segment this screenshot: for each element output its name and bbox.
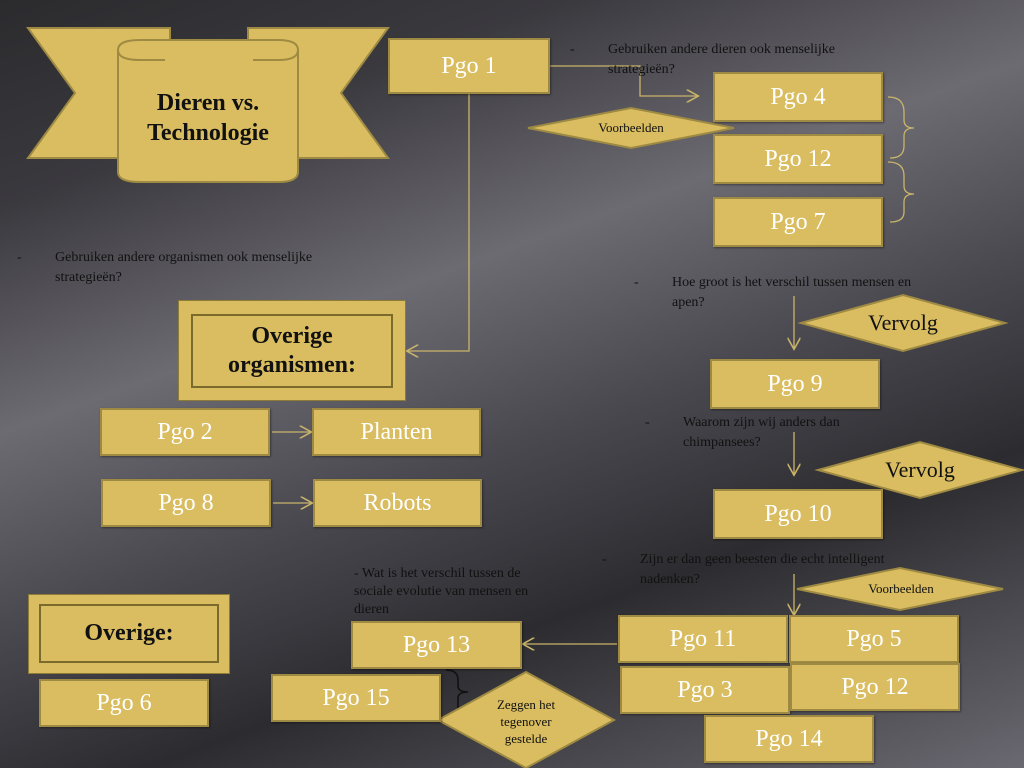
note-beesten: Zijn er dan geen beesten die echt intell… [640,550,885,590]
box-pgo10[interactable]: Pgo 10 [713,489,883,539]
box-pgo5[interactable]: Pgo 5 [789,615,959,663]
bullet-anders: - [645,415,650,430]
brace-bottom [887,161,915,223]
note-dieren: Gebruiken andere dieren ook menselijke s… [608,40,835,80]
page-title-line1: Dieren vs. [156,90,260,116]
header-overige-organismen-line1: Overige [251,323,333,349]
box-pgo6[interactable]: Pgo 6 [39,679,209,727]
note-dieren-line2: strategieën? [608,62,675,77]
note-verschil: Hoe groot is het verschil tussen mensen … [672,273,911,313]
note-organismen-line2: strategieën? [55,270,122,285]
bullet-verschil: - [634,275,639,290]
label-vervolg-2[interactable]: Vervolg [885,457,955,482]
box-pgo11[interactable]: Pgo 11 [618,615,788,663]
box-planten[interactable]: Planten [312,408,481,456]
page-title: Dieren vs. Technologie [118,88,298,148]
note-beesten-line2: nadenken? [640,572,700,587]
note-sociaal-line3: dieren [354,602,389,617]
header-overige-organismen-frame: Overige organismen: [178,300,406,401]
box-pgo9[interactable]: Pgo 9 [710,359,880,409]
box-pgo4[interactable]: Pgo 4 [713,72,883,122]
note-beesten-line1: Zijn er dan geen beesten die echt intell… [640,552,885,567]
note-verschil-line2: apen? [672,295,705,310]
header-overige-organismen-line2: organismen: [228,352,356,378]
note-anders: Waarom zijn wij anders dan chimpansees? [683,413,840,453]
label-vervolg-1[interactable]: Vervolg [868,310,938,335]
box-pgo12-top[interactable]: Pgo 12 [713,134,883,184]
label-voorbeelden-top[interactable]: Voorbeelden [598,120,664,135]
header-overige: Overige: [39,604,219,663]
note-dieren-line1: Gebruiken andere dieren ook menselijke [608,42,836,57]
box-pgo14[interactable]: Pgo 14 [704,715,874,763]
box-pgo2[interactable]: Pgo 2 [100,408,270,456]
note-sociaal-line2: sociale evolutie van mensen en [354,584,529,599]
box-pgo13[interactable]: Pgo 13 [351,621,522,669]
box-pgo8[interactable]: Pgo 8 [101,479,271,527]
brace-top [887,96,915,159]
box-pgo12-bottom[interactable]: Pgo 12 [790,663,960,711]
label-voorbeelden-bottom[interactable]: Voorbeelden [868,581,934,596]
bullet-organismen: - [17,250,22,265]
note-sociaal: - Wat is het verschil tussen de sociale … [354,565,528,619]
box-robots[interactable]: Robots [313,479,482,527]
note-organismen-line1: Gebruiken andere organismen ook menselij… [55,250,313,265]
note-anders-line1: Waarom zijn wij anders dan [683,415,840,430]
box-pgo15[interactable]: Pgo 15 [271,674,441,722]
box-pgo3[interactable]: Pgo 3 [620,666,790,714]
page-title-line2: Technologie [147,120,269,146]
label-zeggen[interactable]: Zeggen het tegenover gestelde [496,696,556,746]
bullet-dieren: - [570,42,575,57]
note-anders-line2: chimpansees? [683,435,761,450]
note-organismen: Gebruiken andere organismen ook menselij… [55,248,312,288]
brace-zeggen [445,669,469,717]
box-pgo7[interactable]: Pgo 7 [713,197,883,247]
bullet-beesten: - [602,552,607,567]
arrow-pgo1-overige [408,94,470,351]
box-pgo1[interactable]: Pgo 1 [388,38,550,94]
note-verschil-line1: Hoe groot is het verschil tussen mensen … [672,275,912,290]
header-overige-organismen: Overige organismen: [191,314,393,388]
header-overige-frame: Overige: [28,594,230,674]
note-sociaal-line1: - Wat is het verschil tussen de [354,566,521,581]
